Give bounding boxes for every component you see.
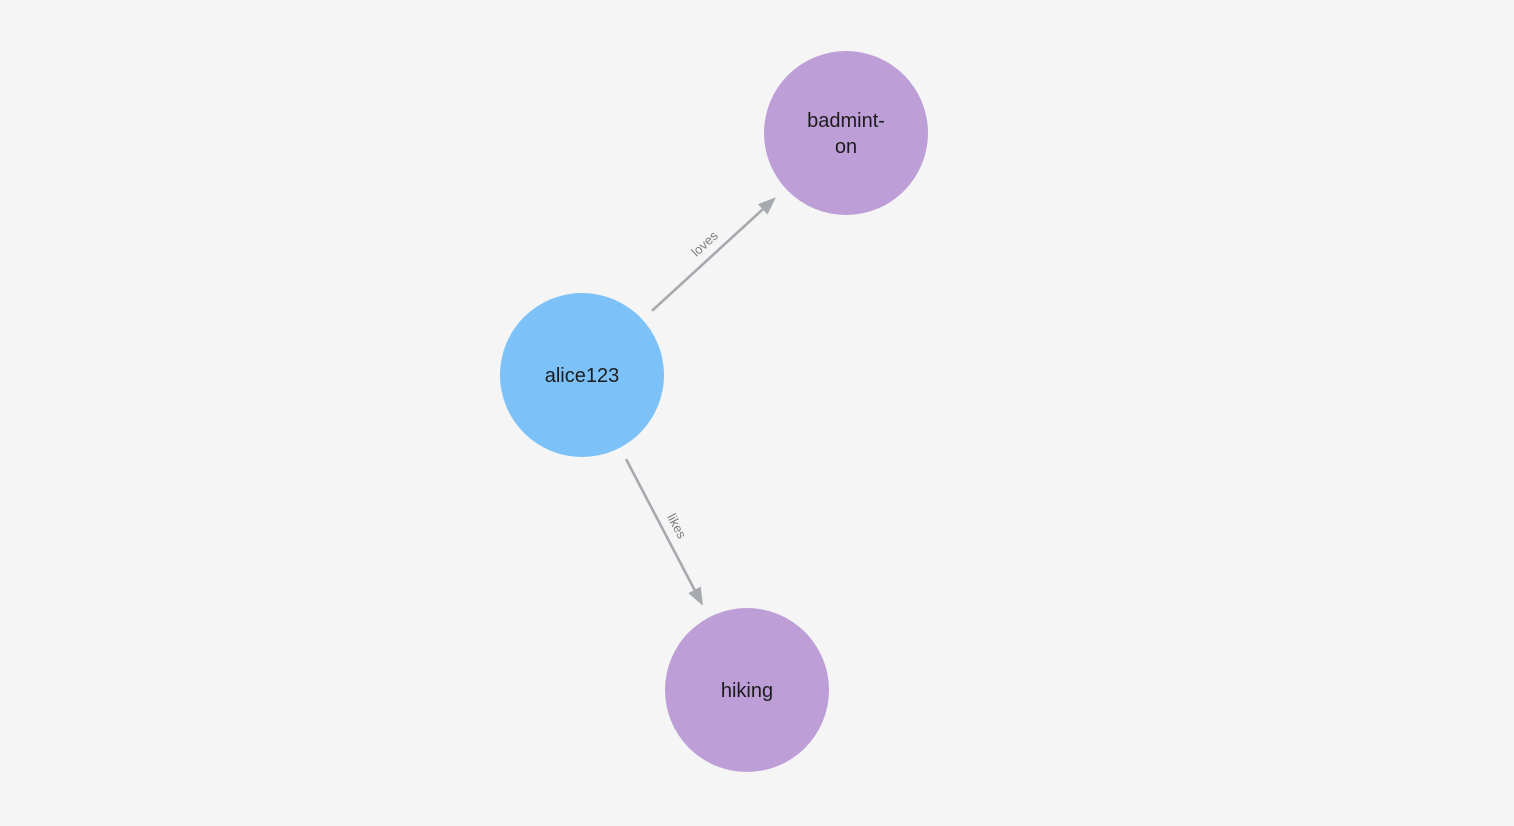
node-badminton: badmint-on [764, 51, 928, 215]
node-label-badminton: badmint-on [807, 110, 885, 158]
node-circle-badminton[interactable] [764, 51, 928, 215]
node-label-hiking: hiking [721, 680, 773, 702]
node-circle-alice123[interactable] [500, 293, 664, 457]
relationship-type-label: loves [688, 228, 721, 260]
relationship-likes: likes [624, 458, 703, 606]
node-alice123: alice123 [500, 293, 664, 457]
node-circle-hiking[interactable] [665, 608, 829, 772]
relationship-line-likes[interactable] [624, 458, 696, 591]
relationship-line-loves[interactable] [651, 208, 764, 312]
node-hiking: hiking [665, 608, 829, 772]
relationship-arrowhead-icon [757, 197, 776, 215]
node-label-alice123: alice123 [545, 365, 620, 387]
relationship-arrowhead-icon [688, 586, 703, 606]
relationship-loves: loves [651, 197, 776, 312]
